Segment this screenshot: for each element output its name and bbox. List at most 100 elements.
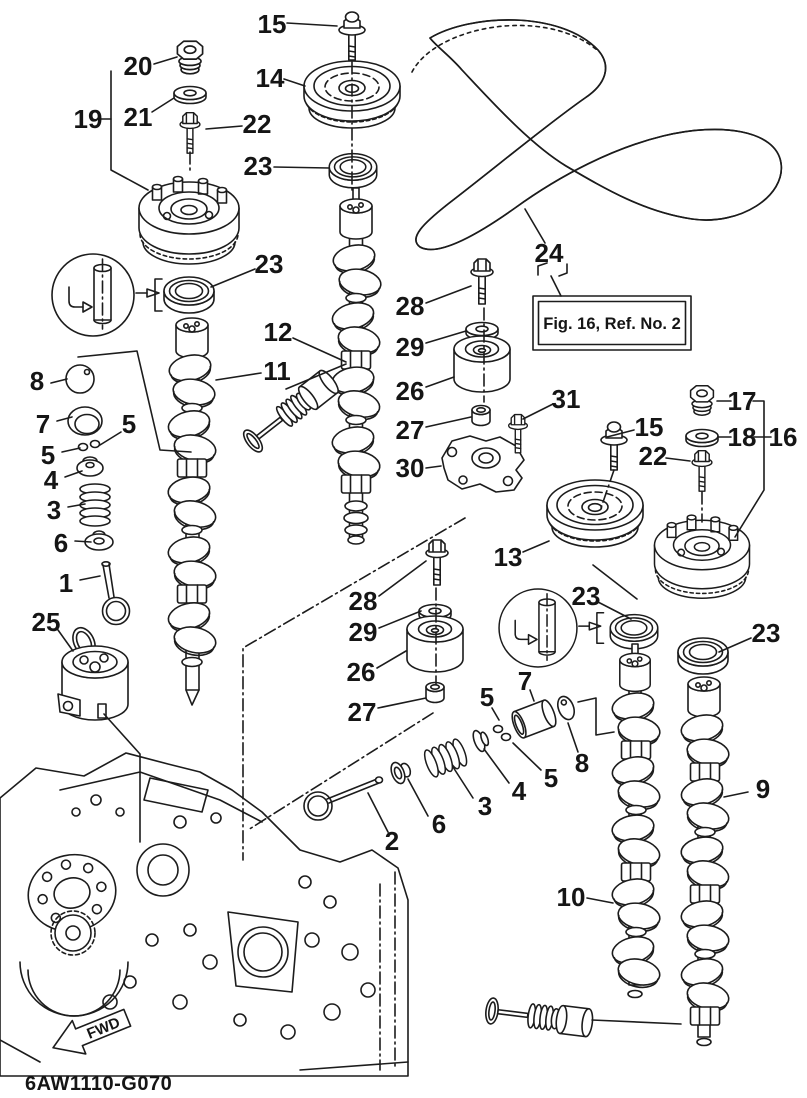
callout-5: 5 (41, 440, 55, 470)
callout-29: 29 (349, 617, 378, 647)
vvt-sprocket-19 (139, 177, 239, 265)
washer-21 (173, 85, 207, 105)
callout-25: 25 (32, 607, 61, 637)
valve-1 (101, 560, 131, 626)
spring-seat-6 (84, 530, 114, 551)
callout-7: 7 (36, 409, 50, 439)
reference-box: Fig. 16, Ref. No. 2 (532, 295, 692, 351)
callout-15: 15 (258, 9, 287, 39)
callout-5: 5 (480, 682, 494, 712)
spring-retainer-4 (472, 729, 490, 753)
oil-seal-23 (328, 152, 378, 189)
callout-22: 22 (639, 441, 668, 471)
valve-2 (303, 776, 384, 821)
assembled-valve-lifter-bottom (483, 995, 595, 1039)
camshaft-12 (328, 187, 384, 545)
callout-29: 29 (396, 332, 425, 362)
callout-23: 23 (255, 249, 284, 279)
callout-8: 8 (575, 748, 589, 778)
callout-9: 9 (756, 774, 770, 804)
callout-27: 27 (396, 415, 425, 445)
idler-bracket-30 (441, 435, 525, 493)
oil-seal-23 (677, 637, 729, 675)
callout-3: 3 (47, 495, 61, 525)
spring-retainer-4 (76, 456, 104, 477)
vvt-sprocket-16 (655, 515, 750, 598)
valve-spring-3 (79, 483, 111, 527)
idler-group-lower (406, 539, 464, 704)
valve-cotters-5 (77, 439, 101, 452)
callout-19: 19 (74, 104, 103, 134)
valve-parts-group-upper (65, 364, 131, 626)
callout-5: 5 (122, 409, 136, 439)
callout-5: 5 (544, 763, 558, 793)
callout-22: 22 (243, 109, 272, 139)
valve-pad-8 (65, 364, 95, 394)
callout-28: 28 (349, 586, 378, 616)
callout-10: 10 (557, 882, 586, 912)
callout-30: 30 (396, 453, 425, 483)
valve-lifter-7 (511, 699, 557, 739)
callout-4: 4 (44, 465, 59, 495)
callout-23: 23 (752, 618, 781, 648)
engine-block (0, 752, 409, 1077)
reference-note: Fig. 16, Ref. No. 2 (543, 315, 681, 333)
plug-bolt-17 (689, 384, 715, 416)
valve-pad-8 (556, 695, 576, 721)
callout-16: 16 (769, 422, 798, 452)
plug-bolt-20 (176, 40, 204, 75)
timing-belt (411, 19, 783, 251)
callout-11: 11 (263, 356, 291, 386)
callout-20: 20 (124, 51, 153, 81)
callout-31: 31 (552, 384, 581, 414)
camshaft-10 (608, 643, 664, 999)
valve-lifter-7 (67, 406, 103, 436)
callout-17: 17 (728, 386, 757, 416)
callout-8: 8 (30, 366, 44, 396)
callout-6: 6 (432, 809, 446, 839)
vvt-sprocket-19-group (139, 40, 239, 314)
bolt-22 (691, 449, 713, 492)
sprocket-13 (546, 479, 644, 548)
assembly-reference-lines (77, 61, 703, 1025)
crankshaft-timing-gear (50, 910, 96, 956)
bolt-22 (179, 111, 201, 154)
valve-spring-3 (421, 736, 471, 780)
callout-26: 26 (347, 657, 376, 687)
belt-teeth (411, 24, 598, 73)
spring-seat-6 (390, 761, 412, 785)
dowel-pin-inset-1 (51, 253, 163, 337)
callout-28: 28 (396, 291, 425, 321)
washer-18 (685, 428, 719, 448)
idler-roller-26 (453, 335, 511, 393)
camshaft-11 (164, 317, 220, 706)
collar-27 (425, 681, 445, 704)
callout-7: 7 (518, 666, 532, 696)
callout-15: 15 (635, 412, 664, 442)
callout-21: 21 (124, 102, 153, 132)
callout-4: 4 (512, 776, 527, 806)
camshaft-9 (677, 676, 733, 1047)
timing-belt-tensioner-25 (57, 626, 129, 721)
callout-6: 6 (54, 528, 68, 558)
bolt-28 (470, 258, 494, 305)
callout-13: 13 (494, 542, 523, 572)
callout-1: 1 (59, 568, 73, 598)
callout-27: 27 (348, 697, 377, 727)
callout-23: 23 (572, 581, 601, 611)
callout-12: 12 (264, 317, 293, 347)
callout-24: 24 (535, 238, 564, 268)
bolt-28 (425, 539, 449, 586)
valve-cotters-5 (492, 724, 512, 742)
callout-2: 2 (385, 826, 399, 856)
valve-parts-group-lower (303, 695, 576, 821)
collar-27 (471, 404, 491, 427)
callout-18: 18 (728, 422, 757, 452)
bolt-15 (338, 11, 366, 61)
idler-group-upper (441, 258, 529, 493)
block-side-flange (227, 911, 299, 993)
bolt-15 (600, 421, 628, 471)
oil-seal-23 (163, 276, 215, 314)
